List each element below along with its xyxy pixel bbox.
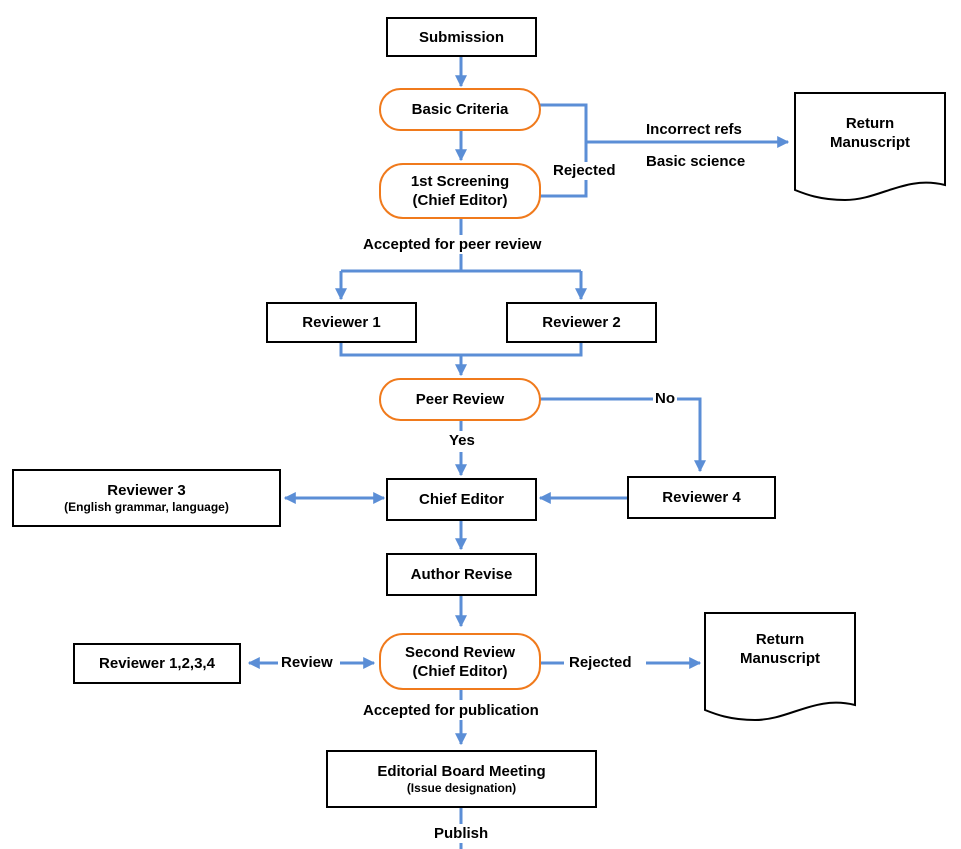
connector-merge — [339, 343, 583, 357]
return-manuscript-2-line1: Return — [755, 631, 805, 648]
accepted-pub-label: Accepted for publication — [361, 702, 541, 720]
yes-label: Yes — [447, 432, 477, 450]
second-review-line2: (Chief Editor) — [412, 662, 508, 680]
basic-science-label: Basic science — [646, 153, 746, 170]
reviewer4-box: Reviewer 4 — [627, 476, 776, 519]
return-manuscript-doc-2 — [704, 612, 856, 722]
no-label: No — [653, 390, 677, 408]
author-revise-box: Author Revise — [386, 553, 537, 596]
first-screening-node: 1st Screening (Chief Editor) — [379, 163, 541, 219]
connector-peer-no — [540, 397, 706, 473]
reviewer3-box: Reviewer 3 (English grammar, language) — [12, 469, 281, 527]
return-manuscript-1-line2: Manuscript — [829, 134, 910, 151]
chief-editor-label: Chief Editor — [419, 491, 504, 508]
incorrect-refs-label: Incorrect refs — [646, 121, 742, 138]
editorial-board-box: Editorial Board Meeting (Issue designati… — [326, 750, 597, 808]
return-manuscript-2-text: Return Manuscript — [710, 630, 850, 668]
chief-editor-box: Chief Editor — [386, 478, 537, 521]
connector-basic-right — [540, 103, 588, 198]
basic-criteria-node: Basic Criteria — [379, 88, 541, 131]
editorial-board-line1: Editorial Board Meeting — [377, 763, 546, 780]
basic-criteria-label: Basic Criteria — [411, 101, 509, 118]
reviewer3-line1: Reviewer 3 — [107, 482, 186, 499]
return-manuscript-1-line1: Return — [845, 115, 895, 132]
first-screening-line1: 1st Screening — [410, 173, 510, 190]
reviewer1-label: Reviewer 1 — [302, 314, 381, 331]
submission-box: Submission — [386, 17, 537, 57]
accepted-peer-label: Accepted for peer review — [361, 236, 544, 254]
reviewer4-label: Reviewer 4 — [662, 489, 741, 506]
return-manuscript-doc-1 — [794, 92, 946, 202]
return-manuscript-2-line2: Manuscript — [739, 650, 820, 667]
publish-label: Publish — [432, 825, 491, 843]
reviewer-all-label: Reviewer 1,2,3,4 — [99, 655, 215, 672]
peer-review-label: Peer Review — [415, 391, 505, 408]
reviewer-all-box: Reviewer 1,2,3,4 — [73, 643, 241, 684]
author-revise-label: Author Revise — [410, 566, 513, 583]
reviewer2-label: Reviewer 2 — [542, 314, 621, 331]
peer-review-node: Peer Review — [379, 378, 541, 421]
rejected-label-1: Rejected — [551, 162, 618, 180]
reviewer3-line2: (English grammar, language) — [64, 500, 229, 514]
first-screening-line2: (Chief Editor) — [412, 192, 508, 209]
return-manuscript-1-text: Return Manuscript — [800, 114, 940, 152]
second-review-line1: Second Review — [404, 643, 516, 661]
submission-label: Submission — [418, 28, 504, 46]
review-label: Review — [279, 654, 335, 672]
reviewer1-box: Reviewer 1 — [266, 302, 417, 343]
reviewer2-box: Reviewer 2 — [506, 302, 657, 343]
rejected-label-2: Rejected — [567, 654, 634, 672]
editorial-board-line2: (Issue designation) — [406, 781, 517, 795]
second-review-node: Second Review (Chief Editor) — [379, 633, 541, 690]
